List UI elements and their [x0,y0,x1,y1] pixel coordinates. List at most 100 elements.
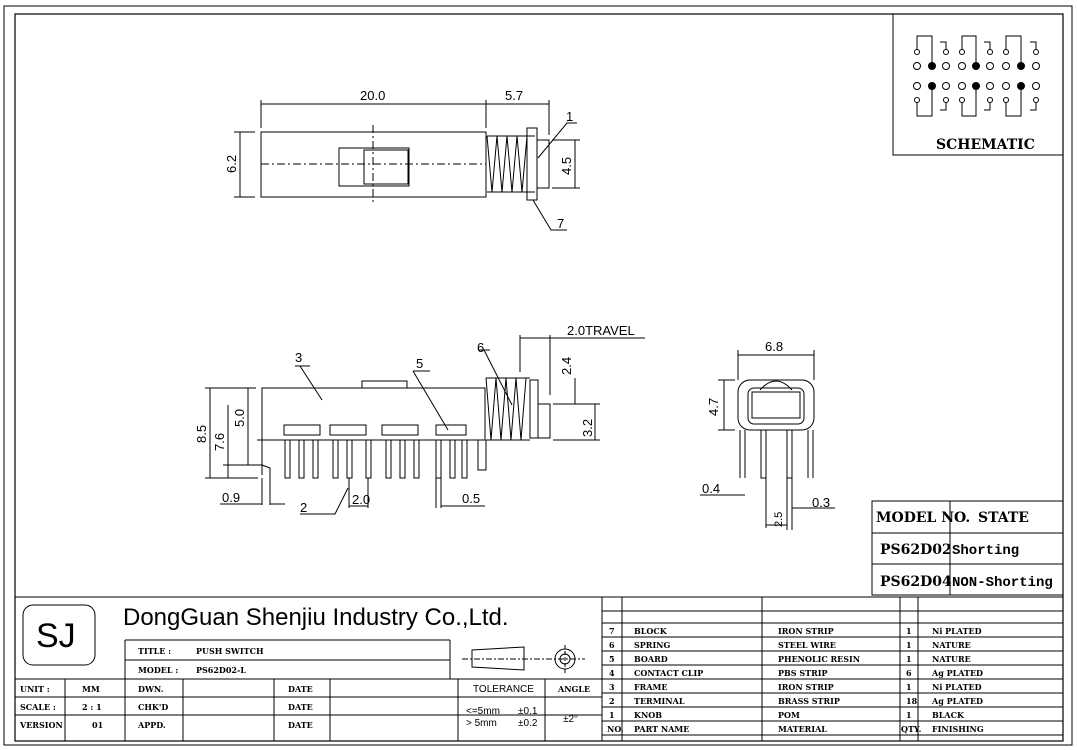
callout-6: 6 [477,340,484,355]
logo-box [22,604,96,666]
parts-cell: 1 [906,654,912,664]
date-label-2: DATE [288,702,313,712]
date-label-3: DATE [288,720,313,730]
parts-cell: BRASS STRIP [778,696,840,706]
date-label-1: DATE [288,684,313,694]
parts-header-finishing: FINISHING [932,724,984,734]
tol-value-1: ±0.1 [518,706,538,717]
model-row-1-model: PS62D02 [880,542,952,558]
tol-range-2: > 5mm [466,718,497,729]
dim-0-4: 0.4 [702,481,720,496]
model-header-state: STATE [978,510,1029,526]
parts-cell: IRON STRIP [778,682,834,692]
parts-cell: NATURE [932,654,971,664]
parts-cell: 18 [906,696,918,706]
schematic-box [892,13,1064,156]
parts-cell: 1 [906,710,912,720]
parts-header-material: MATERIAL [778,724,827,734]
dim-0-3: 0.3 [812,495,830,510]
dim-top-height: 6.2 [224,155,239,173]
model-header-model: MODEL NO. [876,510,970,526]
parts-cell: 3 [609,682,615,692]
parts-cell: KNOB [634,710,662,720]
angle-label: ANGLE [557,684,590,694]
company-name: DongGuan Shenjiu Industry Co.,Ltd. [123,604,509,631]
parts-cell: Ni PLATED [932,682,982,692]
parts-cell: POM [778,710,800,720]
model-row-2-model: PS62D04 [880,574,952,590]
unit-label: UNIT : [20,684,50,694]
callout-1: 1 [566,109,573,124]
parts-header-name: PART NAME [634,724,689,734]
parts-cell: 7 [609,626,615,636]
parts-cell: 4 [609,668,615,678]
parts-cell: BLOCK [634,626,668,636]
parts-cell: Ag PLATED [931,696,983,706]
dim-pitch: 2.0 [352,492,370,507]
dim-7-6: 7.6 [212,433,227,451]
dim-2-4: 2.4 [559,357,574,375]
dwn-label: DWN. [138,684,164,694]
tolerance-label: TOLERANCE [473,684,534,695]
tol-value-2: ±0.2 [518,718,538,729]
parts-header-qty: QTY. [901,724,922,734]
dim-6-8: 6.8 [765,339,783,354]
version-value: 01 [92,720,103,730]
parts-cell: SPRING [634,640,670,650]
parts-cell: 6 [906,668,912,678]
dim-8-5: 8.5 [194,425,209,443]
dim-4-7: 4.7 [706,398,721,416]
dim-top-knob-h: 4.5 [559,157,574,175]
parts-cell: 2 [609,696,615,706]
version-label: VERSION [19,720,63,730]
dim-5-0: 5.0 [232,409,247,427]
terminals [261,439,487,479]
appd-label: APPD. [137,720,166,730]
outer-border [3,5,1073,746]
parts-cell: PHENOLIC RESIN [778,654,860,664]
parts-cell: CONTACT CLIP [634,668,703,678]
parts-cell: 1 [609,710,615,720]
model-row-1-state: Shorting [952,543,1019,559]
parts-cell: 5 [609,654,615,664]
schematic-label: SCHEMATIC [936,137,1035,153]
callout-3: 3 [295,350,302,365]
model-label: MODEL : [138,665,178,675]
parts-header-no: NO. [607,724,624,734]
callout-2: 2 [300,500,307,515]
dim-3-2: 3.2 [580,419,595,437]
callout-5: 5 [416,356,423,371]
parts-cell: Ag PLATED [931,668,983,678]
scale-value: 2 : 1 [82,702,102,712]
side-body [261,387,486,441]
angle-value: ±2° [563,714,578,725]
model-value: PS62D02-L [196,665,246,675]
parts-cell: FRAME [634,682,668,692]
parts-cell: NATURE [932,640,971,650]
unit-value: MM [82,684,100,694]
dim-travel: 2.0TRAVEL [567,323,635,338]
model-row-2-state: NON-Shorting [952,575,1053,591]
end-view [700,350,835,530]
scale-label: SCALE : [20,702,56,712]
model-table [871,500,1064,596]
parts-cell: BLACK [932,710,965,720]
parts-cell: IRON STRIP [778,626,834,636]
schematic-symbol [913,35,1040,117]
side-view [205,335,645,515]
dim-top-length: 20.0 [360,88,385,103]
inner-border [14,13,1064,742]
parts-cell: Ni PLATED [932,626,982,636]
chkd-label: CHK'D [138,702,168,712]
parts-cell: 1 [906,626,912,636]
parts-cell: 6 [609,640,615,650]
parts-cell: TERMINAL [634,696,685,706]
dim-2-5: 2.5 [773,512,785,527]
dim-0-5: 0.5 [462,491,480,506]
tol-range-1: <=5mm [466,706,500,717]
title-label: TITLE : [138,646,171,656]
title-value: PUSH SWITCH [196,646,264,656]
parts-table-grid [602,597,1063,741]
parts-cell: PBS STRIP [778,668,827,678]
